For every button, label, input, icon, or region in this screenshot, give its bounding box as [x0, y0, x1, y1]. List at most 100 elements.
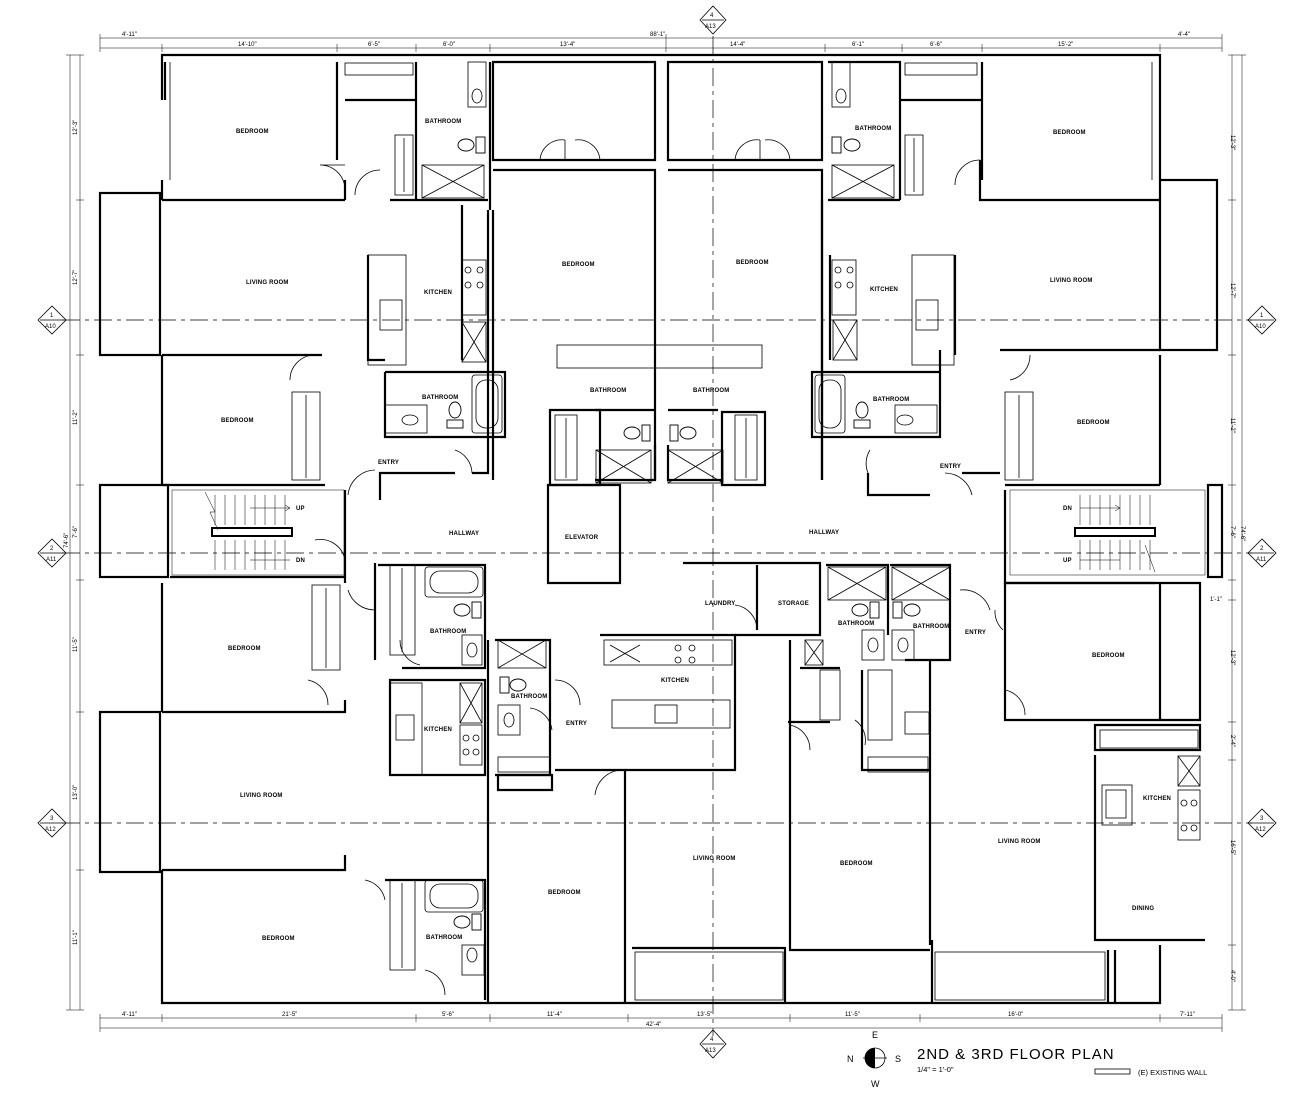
- section-marker-bottom: 4 A13: [699, 1029, 727, 1059]
- room-label: BEDROOM: [548, 890, 581, 896]
- section-marker-top: 4 A13: [699, 5, 727, 35]
- room-label: BEDROOM: [236, 129, 269, 135]
- room-label: KITCHEN: [870, 287, 898, 293]
- dim-label: 4'-11": [122, 32, 137, 38]
- dim-label: 5'-6": [442, 1012, 454, 1018]
- stair-left: [171, 489, 345, 576]
- doors: [289, 139, 1031, 996]
- svg-text:1: 1: [1260, 313, 1264, 319]
- dim-label: 1'-1": [1210, 597, 1222, 603]
- dim-label: 6'-1": [852, 42, 864, 48]
- room-label: BEDROOM: [840, 861, 873, 867]
- dim-label: 15'-2": [1058, 42, 1073, 48]
- right-dimension-labels: 12'-3" 12'-7" 11'-2" 7'-6" 74'-6" 1'-1" …: [1210, 135, 1245, 982]
- dim-label: 16'-0": [1008, 1012, 1023, 1018]
- room-label: LIVING ROOM: [1050, 278, 1093, 284]
- section-marker-left-1: 1 A10: [37, 305, 67, 335]
- room-label: BATHROOM: [913, 624, 949, 630]
- svg-text:A13: A13: [705, 24, 716, 30]
- section-marker-right-3: 3 A12: [1247, 808, 1277, 838]
- plumbing-fixtures: [291, 61, 1201, 1001]
- dim-label: 6'-6": [930, 42, 942, 48]
- dim-label: 6'-5": [368, 42, 380, 48]
- room-label: ENTRY: [566, 721, 587, 727]
- room-label: BATHROOM: [422, 395, 458, 401]
- exterior-walls: [98, 53, 1224, 1005]
- room-label: LIVING ROOM: [998, 839, 1041, 845]
- room-label: BATHROOM: [511, 694, 547, 700]
- room-label: BEDROOM: [1053, 130, 1086, 136]
- room-label: BEDROOM: [221, 418, 254, 424]
- dim-label: 16'-5": [1229, 840, 1235, 855]
- dim-label: 6'-0": [443, 42, 455, 48]
- bottom-dimension-labels: 4'-11" 21'-5" 5'-6" 11'-4" 13'-5" 11'-5"…: [122, 1012, 1195, 1028]
- dim-label: 14'-10": [238, 42, 257, 48]
- compass-e: E: [872, 1030, 878, 1040]
- room-label: ENTRY: [965, 630, 986, 636]
- room-label: KITCHEN: [424, 290, 452, 296]
- dim-label: 12'-3": [1229, 650, 1235, 665]
- title-block: 2ND & 3RD FLOOR PLAN 1/4" = 1'-0" (E) EX…: [917, 1046, 1207, 1077]
- dim-label: 88'-1": [650, 32, 665, 38]
- svg-text:A10: A10: [1255, 324, 1266, 330]
- room-label: KITCHEN: [1143, 796, 1171, 802]
- left-dimension-labels: 12'-3" 12'-7" 11'-2" 7'-6" 74'-6" 11'-5"…: [64, 120, 79, 945]
- dim-label: 7'-6": [73, 526, 79, 538]
- svg-text:4: 4: [710, 1037, 714, 1043]
- room-label: DN: [296, 558, 305, 564]
- room-label: UP: [296, 506, 305, 512]
- room-label: KITCHEN: [661, 678, 689, 684]
- room-label: BEDROOM: [1077, 420, 1110, 426]
- svg-text:A10: A10: [45, 324, 56, 330]
- compass-icon: E N S W: [847, 1030, 901, 1089]
- dim-label: 4'-0": [1229, 970, 1235, 982]
- section-marker-left-3: 3 A12: [37, 808, 67, 838]
- room-label: BATHROOM: [426, 935, 462, 941]
- room-label: STORAGE: [778, 601, 809, 607]
- svg-text:A12: A12: [45, 827, 56, 833]
- room-label: BEDROOM: [262, 936, 295, 942]
- stair-right: [1009, 489, 1206, 576]
- section-marker-left-2: 2 A11: [37, 538, 67, 568]
- dim-label: 14'-4": [730, 42, 745, 48]
- drawing-title: 2ND & 3RD FLOOR PLAN: [917, 1046, 1115, 1063]
- room-label: LIVING ROOM: [693, 856, 736, 862]
- room-label: BEDROOM: [562, 262, 595, 268]
- dim-label: 13'-5": [697, 1012, 712, 1018]
- existing-wall-swatch: [1094, 1068, 1131, 1075]
- dim-label: 11'-5": [845, 1012, 860, 1018]
- svg-text:A11: A11: [1256, 557, 1267, 563]
- room-label: BATHROOM: [838, 621, 874, 627]
- room-label: DINING: [1132, 906, 1154, 912]
- room-label: BATHROOM: [873, 397, 909, 403]
- room-label: BATHROOM: [590, 388, 626, 394]
- dim-label: 11'-2": [1229, 418, 1235, 433]
- dim-label: 13'-0": [73, 785, 79, 800]
- svg-text:3: 3: [50, 816, 54, 822]
- room-label: BEDROOM: [736, 260, 769, 266]
- room-label: BATHROOM: [855, 126, 891, 132]
- dim-label: 11'-1": [73, 930, 79, 945]
- dim-label: 12'-3": [73, 120, 79, 135]
- svg-text:2: 2: [1260, 546, 1264, 552]
- compass-w: W: [871, 1079, 880, 1089]
- room-label: HALLWAY: [809, 530, 839, 536]
- dim-label: 21'-5": [282, 1012, 297, 1018]
- room-label: ENTRY: [378, 460, 399, 466]
- room-label: ENTRY: [940, 464, 961, 470]
- svg-text:1: 1: [50, 313, 54, 319]
- room-label: DN: [1063, 506, 1072, 512]
- room-label: ELEVATOR: [565, 535, 599, 541]
- room-label: BATHROOM: [693, 388, 729, 394]
- room-labels: BEDROOM BATHROOM LIVING ROOM KITCHEN BAT…: [221, 119, 1171, 942]
- svg-text:A12: A12: [1255, 827, 1266, 833]
- top-dimension-labels: 4'-11" 14'-10" 6'-5" 6'-0" 13'-4" 88'-1"…: [122, 32, 1190, 48]
- room-label: LIVING ROOM: [246, 280, 289, 286]
- dim-label: 13'-4": [560, 42, 575, 48]
- room-label: BEDROOM: [1092, 653, 1125, 659]
- legend-label: (E) EXISTING WALL: [1138, 1068, 1207, 1077]
- room-label: KITCHEN: [424, 727, 452, 733]
- dim-label: 12'-3": [1229, 135, 1235, 150]
- room-label: LIVING ROOM: [240, 793, 283, 799]
